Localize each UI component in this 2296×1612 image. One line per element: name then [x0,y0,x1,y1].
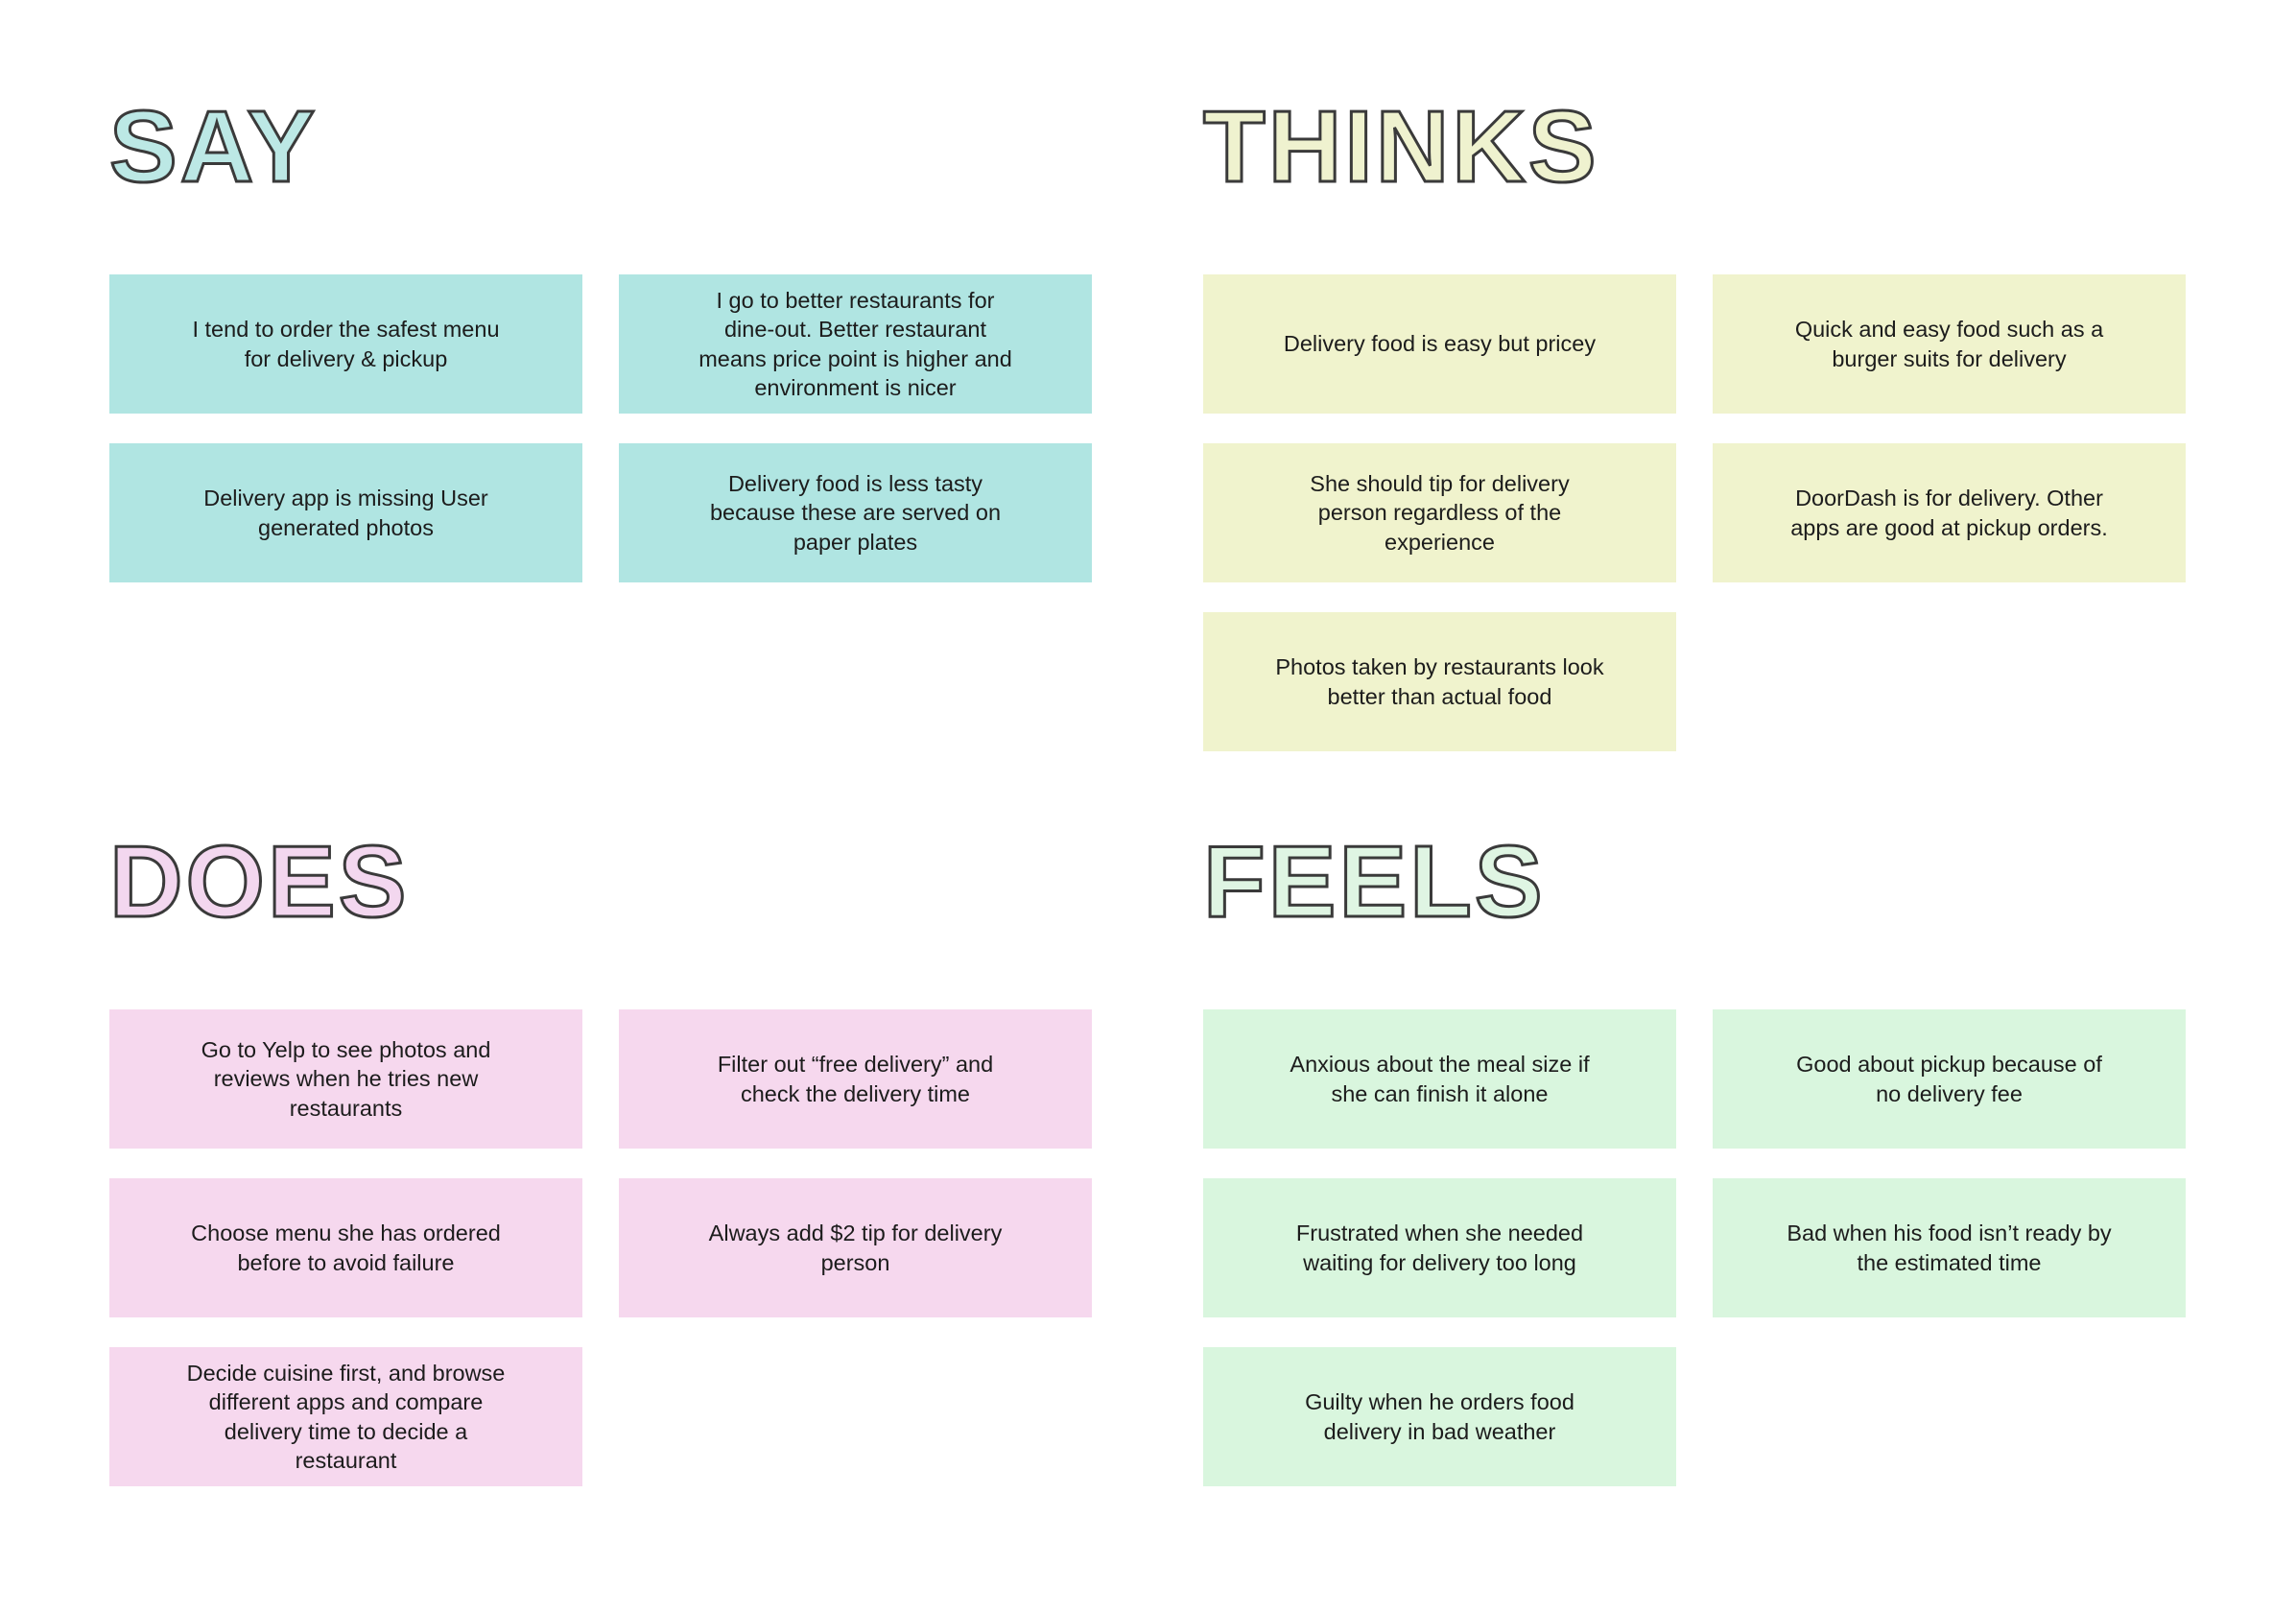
sticky-note: Delivery food is easy but pricey [1203,274,1676,414]
sticky-note: She should tip for delivery person regar… [1203,443,1676,582]
sticky-note: Choose menu she has ordered before to av… [109,1178,582,1317]
does-heading: DOES [108,825,410,938]
sticky-note: I go to better restaurants for dine-out.… [619,274,1092,414]
does-notes-grid: Go to Yelp to see photos and reviews whe… [109,1009,1094,1486]
sticky-note: Delivery app is missing User generated p… [109,443,582,582]
sticky-note: Decide cuisine first, and browse differe… [109,1347,582,1486]
sticky-note: Delivery food is less tasty because thes… [619,443,1092,582]
sticky-note: Good about pickup because of no delivery… [1713,1009,2186,1149]
sticky-note: Always add $2 tip for delivery person [619,1178,1092,1317]
feels-notes-grid: Anxious about the meal size if she can f… [1203,1009,2186,1486]
feels-heading: FEELS [1202,825,1546,938]
say-notes-grid: I tend to order the safest menu for deli… [109,274,1094,582]
quadrant-say: SAY I tend to order the safest menu for … [108,90,1094,582]
sticky-note: Frustrated when she needed waiting for d… [1203,1178,1676,1317]
sticky-note: Go to Yelp to see photos and reviews whe… [109,1009,582,1149]
thinks-heading: THINKS [1202,90,1599,203]
thinks-notes-grid: Delivery food is easy but pricey Quick a… [1203,274,2186,751]
sticky-note: DoorDash is for delivery. Other apps are… [1713,443,2186,582]
sticky-note: Anxious about the meal size if she can f… [1203,1009,1676,1149]
quadrant-feels: FEELS Anxious about the meal size if she… [1202,825,2186,1486]
sticky-note: Bad when his food isn’t ready by the est… [1713,1178,2186,1317]
sticky-note: I tend to order the safest menu for deli… [109,274,582,414]
sticky-note: Photos taken by restaurants look better … [1203,612,1676,751]
quadrant-does: DOES Go to Yelp to see photos and review… [108,825,1094,1486]
quadrant-thinks: THINKS Delivery food is easy but pricey … [1202,90,2186,751]
sticky-note: Quick and easy food such as a burger sui… [1713,274,2186,414]
sticky-note: Filter out “free delivery” and check the… [619,1009,1092,1149]
sticky-note: Guilty when he orders food delivery in b… [1203,1347,1676,1486]
say-heading: SAY [108,90,319,203]
